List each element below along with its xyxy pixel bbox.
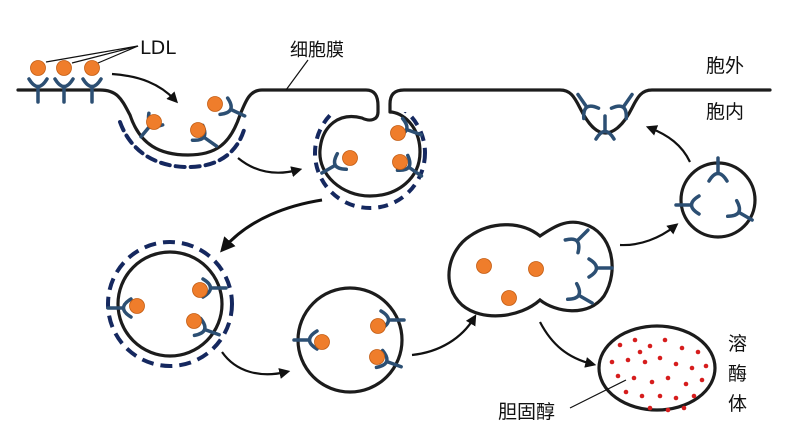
arrow-endosome-to-lysosome [539,321,597,368]
receptor-icon [81,77,103,104]
receptor-icon [27,77,49,104]
receptor-icon [587,257,614,279]
cholesterol-label: 胆固醇 [498,401,555,423]
ldl-particle-icon [192,282,208,298]
cholesterol-dot [632,337,638,343]
lysosome-label-char-3: 体 [728,393,747,415]
lysosome [597,324,717,412]
cholesterol-dot [703,363,709,369]
ldl-particle-icon [342,150,358,166]
ldl-pointer-1 [45,45,139,63]
cholesterol-dot [623,389,629,395]
cholesterol-dot [647,405,653,411]
cholesterol-dot [673,395,679,401]
ldl-particle-icon [314,334,330,350]
ldl-particle-icon [190,122,206,138]
ldl-particle-icon [528,261,544,277]
arrow-binding [111,72,179,104]
lysosome-label-char-2: 酶 [728,363,747,385]
ldl-particle-icon [207,96,223,112]
receptor-icon [320,151,349,175]
ldl-label: LDL [140,37,176,59]
ldl-particle-icon [84,60,100,76]
label-pointers [45,45,627,409]
ldl-pointer-2 [71,45,139,64]
receptor-icon [609,92,634,121]
cholesterol-dot [695,349,701,355]
uncoated-vesicle [296,286,404,394]
endosome [447,220,614,318]
cholesterol-dot [673,361,679,367]
plasma-membrane [16,88,772,157]
cholesterol-dot [615,373,621,379]
arrow-uncoated-to-endosome [411,314,477,357]
ldl-particle-icon [56,60,72,76]
ldl-particle-icon [390,125,406,141]
cholesterol-dot [642,359,648,365]
cholesterol-dot [662,337,668,343]
ldl-particle-icon [146,114,162,130]
membrane-pointer [285,59,309,91]
receptors [27,77,754,370]
arrow-bud-to-coated [220,198,323,253]
clathrin-coat-pit [118,120,246,170]
cholesterol-dot [647,343,653,349]
arrow-recycling-to-membrane [645,125,691,163]
cholesterol-dot [679,345,685,351]
ldl-particle-icon [392,154,408,170]
cholesterol-dot [609,359,615,365]
ldl-particle-icon [501,290,517,306]
cholesterol-dots [609,337,709,413]
arrow-coated-to-uncoated [221,351,291,379]
receptor-icon [707,156,729,183]
cholesterol-dot [639,393,645,399]
receptor-icon [192,316,221,338]
ldl-particle-icon [186,313,202,329]
cholesterol-dot [649,379,655,385]
cholesterol-dot [681,405,687,411]
receptor-icon [218,96,247,118]
receptor-icon [594,114,616,141]
receptor-icon [565,281,594,305]
ldl-particles [30,60,544,365]
lysosome-label-char-1: 溶 [728,333,747,355]
ldl-particle-icon [369,349,385,365]
receptor-icon [395,153,424,178]
membrane-label: 细胞膜 [290,40,344,61]
cholesterol-dot [665,375,671,381]
receptor-icon [374,348,403,370]
receptor-icon [53,77,75,104]
ldl-particle-icon [30,60,46,76]
inside-label: 胞内 [706,101,744,123]
cholesterol-dot [691,393,697,399]
coated-vesicle [106,240,234,368]
arrow-pit-to-bud [237,157,303,177]
budding-vesicle [313,110,427,210]
ldl-particle-icon [476,258,492,274]
process-arrows [111,72,691,379]
cholesterol-dot [683,381,689,387]
receptor-icon [292,329,319,351]
outside-label: 胞外 [706,55,744,77]
cholesterol-dot [617,342,623,348]
cholesterol-dot [689,365,695,371]
cholesterol-dot [665,407,671,413]
cholesterol-dot [625,357,631,363]
cholesterol-dot [631,375,637,381]
receptor-icon [106,297,133,319]
arrow-endosome-to-recycling [619,223,679,247]
receptor-icon [674,194,701,216]
receptor-icon [563,228,590,255]
cholesterol-dot [657,393,663,399]
ldl-particle-icon [370,318,386,334]
receptor-icon [576,92,601,121]
cholesterol-dot [699,377,705,383]
ldl-pointer-3 [97,45,139,64]
cholesterol-dot [637,349,643,355]
ldl-particle-icon [129,298,145,314]
cholesterol-pointer [569,379,627,409]
receptor-icon [725,198,754,222]
cholesterol-dot [657,355,663,361]
